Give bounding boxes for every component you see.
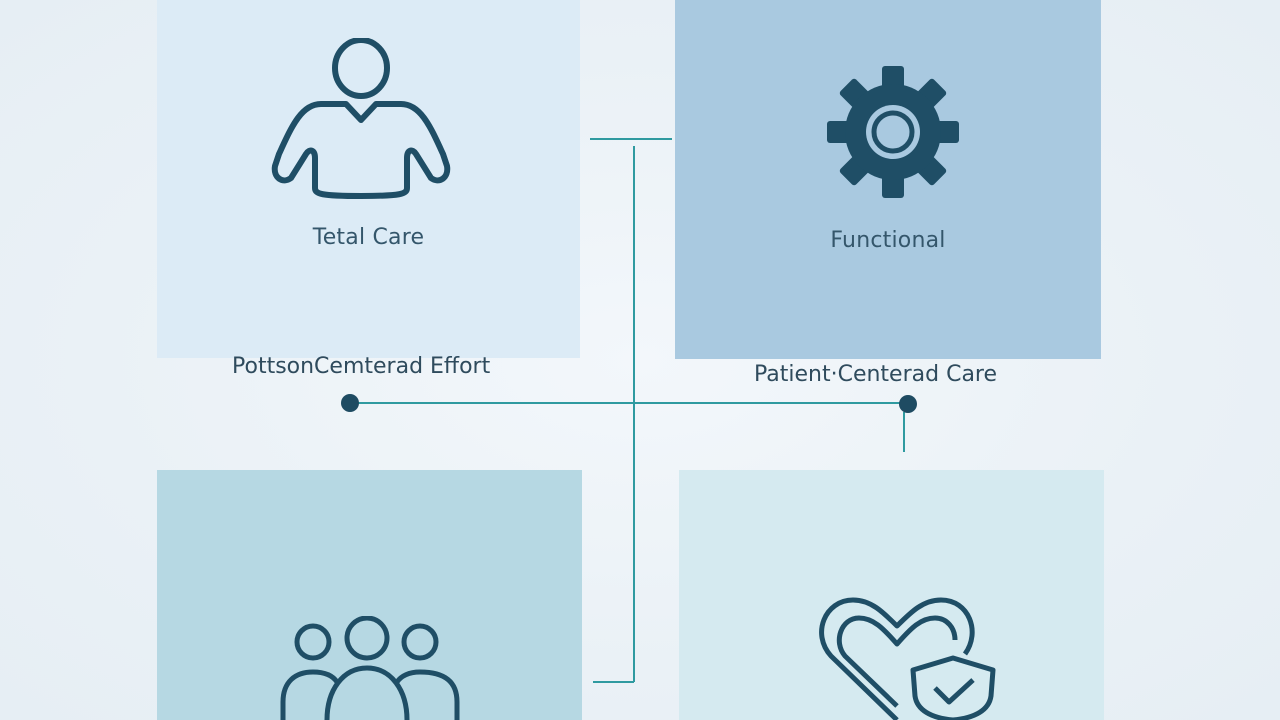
panel-care bbox=[679, 470, 1104, 720]
person-icon bbox=[271, 38, 451, 199]
panel-group bbox=[157, 470, 582, 720]
node-left bbox=[341, 394, 359, 412]
panel-label-total-care: Tetal Care bbox=[312, 225, 425, 250]
panel-functional: Functional bbox=[675, 0, 1101, 359]
heart-shield-icon bbox=[819, 597, 996, 720]
panel-label-functional: Functional bbox=[830, 228, 946, 253]
people-group-icon bbox=[280, 616, 460, 720]
gear-icon bbox=[827, 66, 959, 198]
caption-left: PottsonCemterad Effort bbox=[232, 354, 491, 379]
caption-right: Patient·Centerad Care bbox=[754, 362, 998, 387]
node-right bbox=[899, 395, 917, 413]
panel-total-care: Tetal Care bbox=[157, 0, 580, 358]
